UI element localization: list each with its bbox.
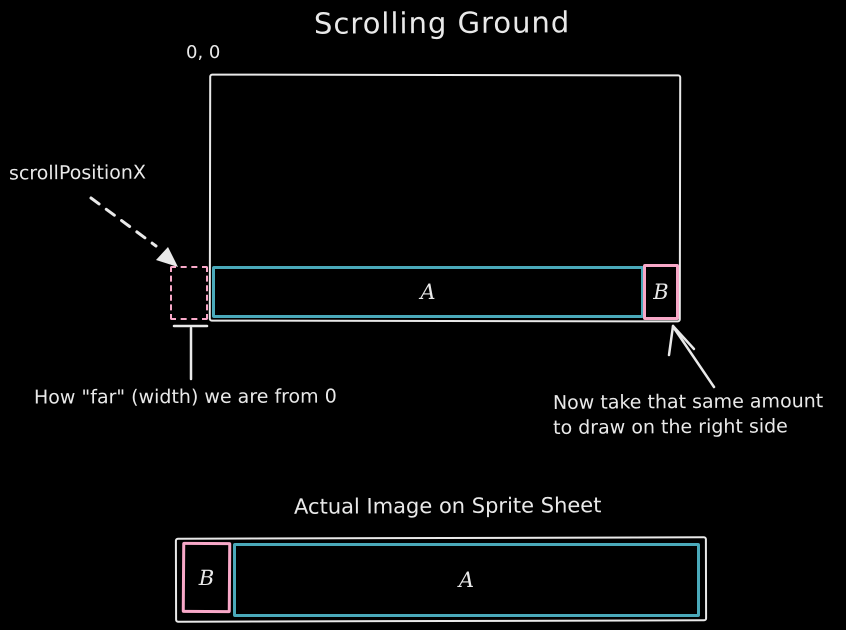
scroll-offset-dashed-box <box>170 266 208 320</box>
scroll-position-x-label: scrollPositionX <box>8 161 146 185</box>
origin-label: 0, 0 <box>186 42 221 63</box>
ground-strip-b-rect: B <box>643 264 679 320</box>
sprite-sheet-b-rect: B <box>181 541 232 614</box>
sprite-sheet-title: Actual Image on Sprite Sheet <box>293 493 602 519</box>
wrap-annotation-line2: to draw on the right side <box>553 415 788 439</box>
ground-strip-a-label: A <box>420 280 436 304</box>
ground-strip-a-rect: A <box>212 266 644 318</box>
scroll-position-pointer-arrow <box>89 196 178 267</box>
sprite-sheet-a-rect: A <box>233 543 700 617</box>
sprite-sheet-a-label: A <box>458 568 475 592</box>
offset-distance-annotation: How "far" (width) we are from 0 <box>33 385 337 409</box>
ground-strip-b-label: B <box>653 280 669 304</box>
scrolling-ground-title: Scrolling Ground <box>313 5 571 41</box>
wrap-pointer-arrow <box>667 324 716 389</box>
wrap-annotation-line1: Now take that same amount <box>552 390 824 414</box>
wrap-annotation: Now take that same amount to draw on the… <box>553 389 824 441</box>
sprite-sheet-b-label: B <box>198 565 215 590</box>
width-extent-marker <box>172 324 209 381</box>
